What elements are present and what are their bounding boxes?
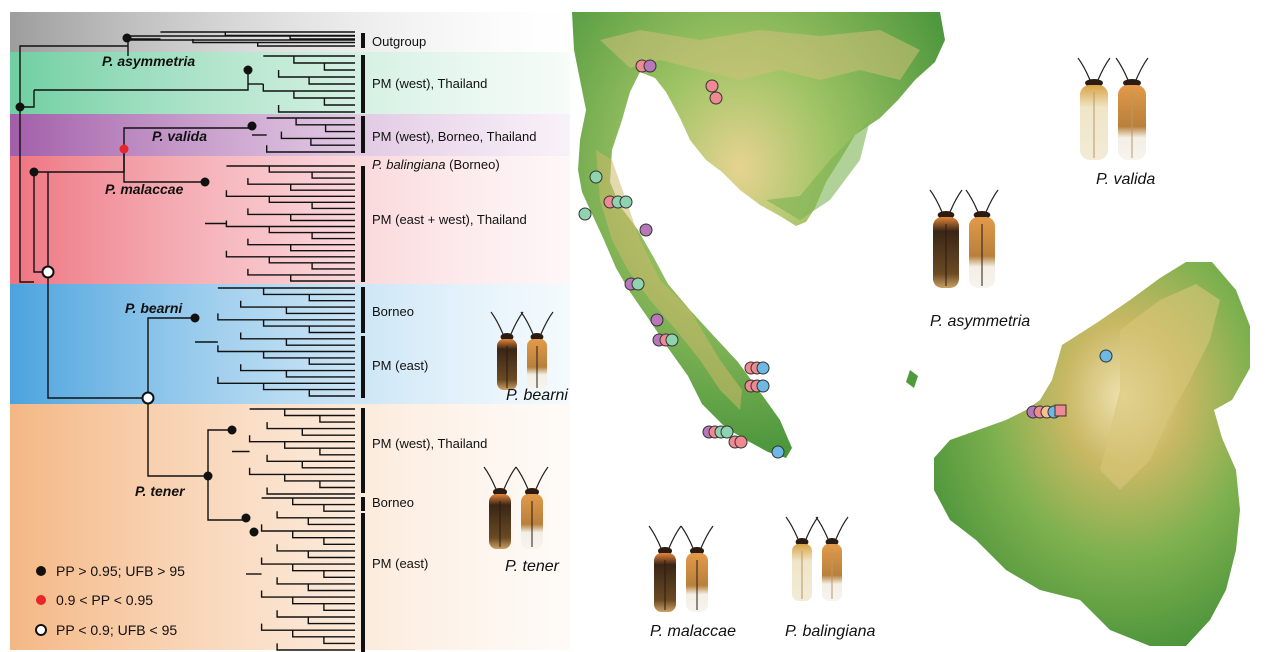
specimen-label-valida: P. valida [1096,171,1155,188]
beetle-image [1116,58,1148,160]
legend-open-dot-icon [36,625,46,635]
sample-point [721,426,733,438]
sample-point [644,60,656,72]
specimen-label-balingiana: P. balingiana [785,623,876,640]
region-outgroup: Outgroup [372,34,426,49]
region-balingiana: P. balingiana (Borneo) [372,157,500,172]
sample-point [632,278,644,290]
specimen-label-asymmetria: P. asymmetria [930,313,1030,330]
clade-label-asymmetria: P. asymmetria [102,53,195,69]
legend-label-2: PP < 0.9; UFB < 95 [56,622,177,638]
sample-point [590,171,602,183]
band-bearni [10,284,570,404]
legend-label-1: 0.9 < PP < 0.95 [56,592,153,608]
legend-label-0: PP > 0.95; UFB > 95 [56,563,185,579]
beetle-image [816,517,848,601]
beetle-image [786,517,818,601]
specimen-label-tener: P. tener [505,558,560,575]
sample-point [579,208,591,220]
specimen-label-malaccae: P. malaccae [650,623,736,640]
beetle-image [649,526,681,612]
sample-point [666,334,678,346]
region-tener-pm-east: PM (east) [372,556,428,571]
region-tener-pm-west: PM (west), Thailand [372,436,487,451]
sample-point [620,196,632,208]
clade-label-malaccae: P. malaccae [105,181,184,197]
clade-bands [10,12,570,650]
region-malaccae: PM (east + west), Thailand [372,212,527,227]
sample-point [735,436,747,448]
sample-point [710,92,722,104]
sample-point [757,380,769,392]
sample-point [772,446,784,458]
clade-label-bearni: P. bearni [125,300,183,316]
region-tener-borneo: Borneo [372,495,414,510]
region-asymmetria: PM (west), Thailand [372,76,487,91]
legend-black-dot-icon [36,566,46,576]
region-bearni-pm-east: PM (east) [372,358,428,373]
clade-label-valida: P. valida [152,128,207,144]
tip-bars [361,33,365,652]
legend-red-dot-icon [36,595,46,605]
region-bearni-borneo: Borneo [372,304,414,319]
region-valida: PM (west), Borneo, Thailand [372,129,537,144]
beetle-image [930,190,962,288]
clade-label-tener: P. tener [135,483,186,499]
specimen-label-bearni: P. bearni [506,387,568,404]
beetle-image [966,190,998,288]
beetle-image [1078,58,1110,160]
sample-point [651,314,663,326]
sample-point [706,80,718,92]
sample-point [1100,350,1112,362]
beetle-image [681,526,713,612]
sample-point-square [1055,405,1066,416]
sample-point [757,362,769,374]
sample-point [640,224,652,236]
